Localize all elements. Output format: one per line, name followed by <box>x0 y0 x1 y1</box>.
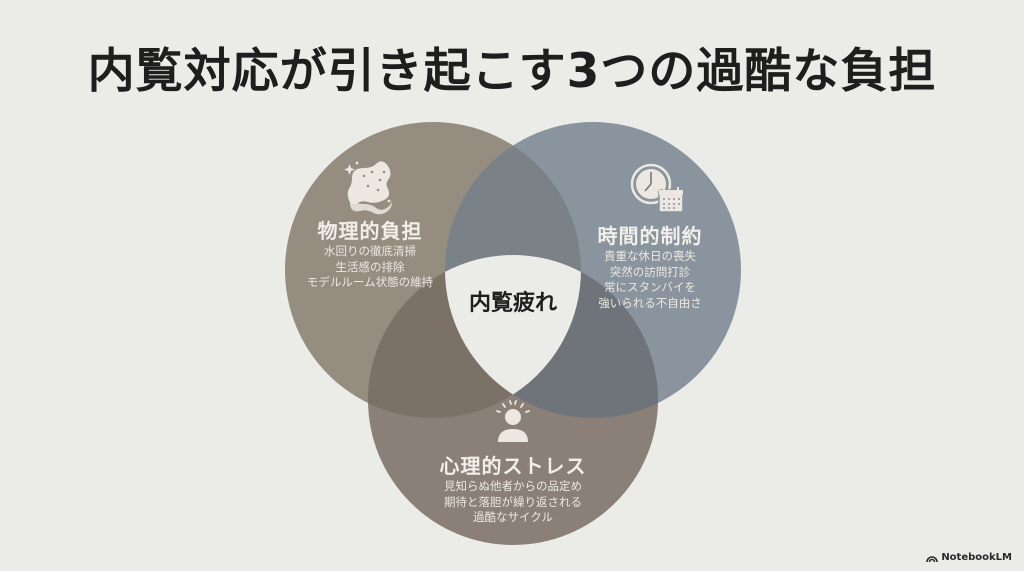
physical-burden-line: 水回りの徹底清掃 <box>324 244 416 258</box>
physical-burden-line: 生活感の排除 <box>335 259 405 274</box>
sponge-icon <box>344 161 392 215</box>
center-label: 内覧疲れ <box>468 291 557 316</box>
physical-burden-line: モデルルーム状態の維持 <box>306 275 434 289</box>
stressed-person-icon <box>496 400 530 442</box>
time-constraint-line: 貴重な休日の喪失 <box>604 249 696 263</box>
physical-burden-label: 物理的負担 水回りの徹底清掃 生活感の排除 モデルルーム状態の維持 <box>300 218 440 291</box>
clock-calendar-icon <box>630 163 684 213</box>
page-title: 内覧対応が引き起こす3つの過酷な負担 <box>87 44 937 99</box>
time-constraint-label: 時間的制約 貴重な休日の喪失 突然の訪問打診 常にスタンバイを 強いられる不自由… <box>590 223 710 311</box>
notebooklm-logo-icon <box>926 556 939 562</box>
brand-label: NotebookLM <box>941 552 1012 563</box>
psychological-stress-line: 過酷なサイクル <box>473 510 553 524</box>
time-constraint-heading: 時間的制約 <box>597 224 703 248</box>
brand-watermark: NotebookLM <box>926 552 1012 563</box>
psychological-stress-line: 見知らぬ他者からの品定め <box>444 479 582 493</box>
time-constraint-line: 常にスタンバイを <box>604 280 696 294</box>
psychological-stress-heading: 心理的ストレス <box>439 454 587 478</box>
time-constraint-line: 強いられる不自由さ <box>598 295 702 310</box>
psychological-stress-label: 心理的ストレス 見知らぬ他者からの品定め 期待と落胆が繰り返される 過酷なサイク… <box>433 453 593 526</box>
psychological-stress-line: 期待と落胆が繰り返される <box>444 494 582 509</box>
time-constraint-line: 突然の訪問打診 <box>609 264 691 279</box>
physical-burden-heading: 物理的負担 <box>317 219 423 243</box>
